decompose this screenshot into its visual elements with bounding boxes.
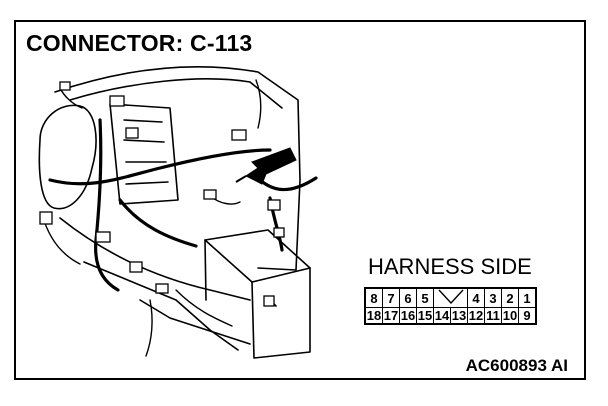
pin-12: 12: [467, 307, 485, 325]
dashboard-top: [69, 78, 283, 109]
pin-7: 7: [382, 287, 400, 308]
pin-5: 5: [416, 287, 434, 308]
harness-side-label: HARNESS SIDE: [368, 254, 532, 279]
main-harness: [48, 148, 272, 186]
dashboard-outline: [54, 66, 301, 271]
pin-11: 11: [484, 307, 502, 325]
pin-10: 10: [501, 307, 519, 325]
center-panel: [109, 103, 179, 205]
pin-13: 13: [450, 307, 468, 325]
pin-3: 3: [484, 287, 502, 308]
pin-8: 8: [364, 287, 383, 308]
key-notch-icon: [433, 287, 468, 308]
pin-17: 17: [382, 307, 400, 325]
connector-title: CONNECTOR: C-113: [26, 30, 253, 56]
center-console: [204, 229, 311, 283]
pin-15: 15: [416, 307, 434, 325]
pin-16: 16: [399, 307, 417, 325]
connector-bottom-row: 18 17 16 15 14 13 12 11 10 9: [364, 307, 537, 325]
pin-9: 9: [518, 307, 537, 325]
pin-1: 1: [518, 287, 537, 308]
pin-2: 2: [501, 287, 519, 308]
arrow-icon: [245, 147, 297, 185]
connector-pinout: 8 7 6 5 4 3 2 1 18 17 16 15 14 13 12 11 …: [364, 287, 537, 325]
pin-18: 18: [364, 307, 383, 325]
steering-column: [38, 104, 97, 210]
connector-top-row: 8 7 6 5 4 3 2 1: [364, 287, 537, 308]
pin-6: 6: [399, 287, 417, 308]
figure-code: AC600893 AI: [465, 356, 568, 375]
pin-14: 14: [433, 307, 451, 325]
pin-4: 4: [467, 287, 485, 308]
